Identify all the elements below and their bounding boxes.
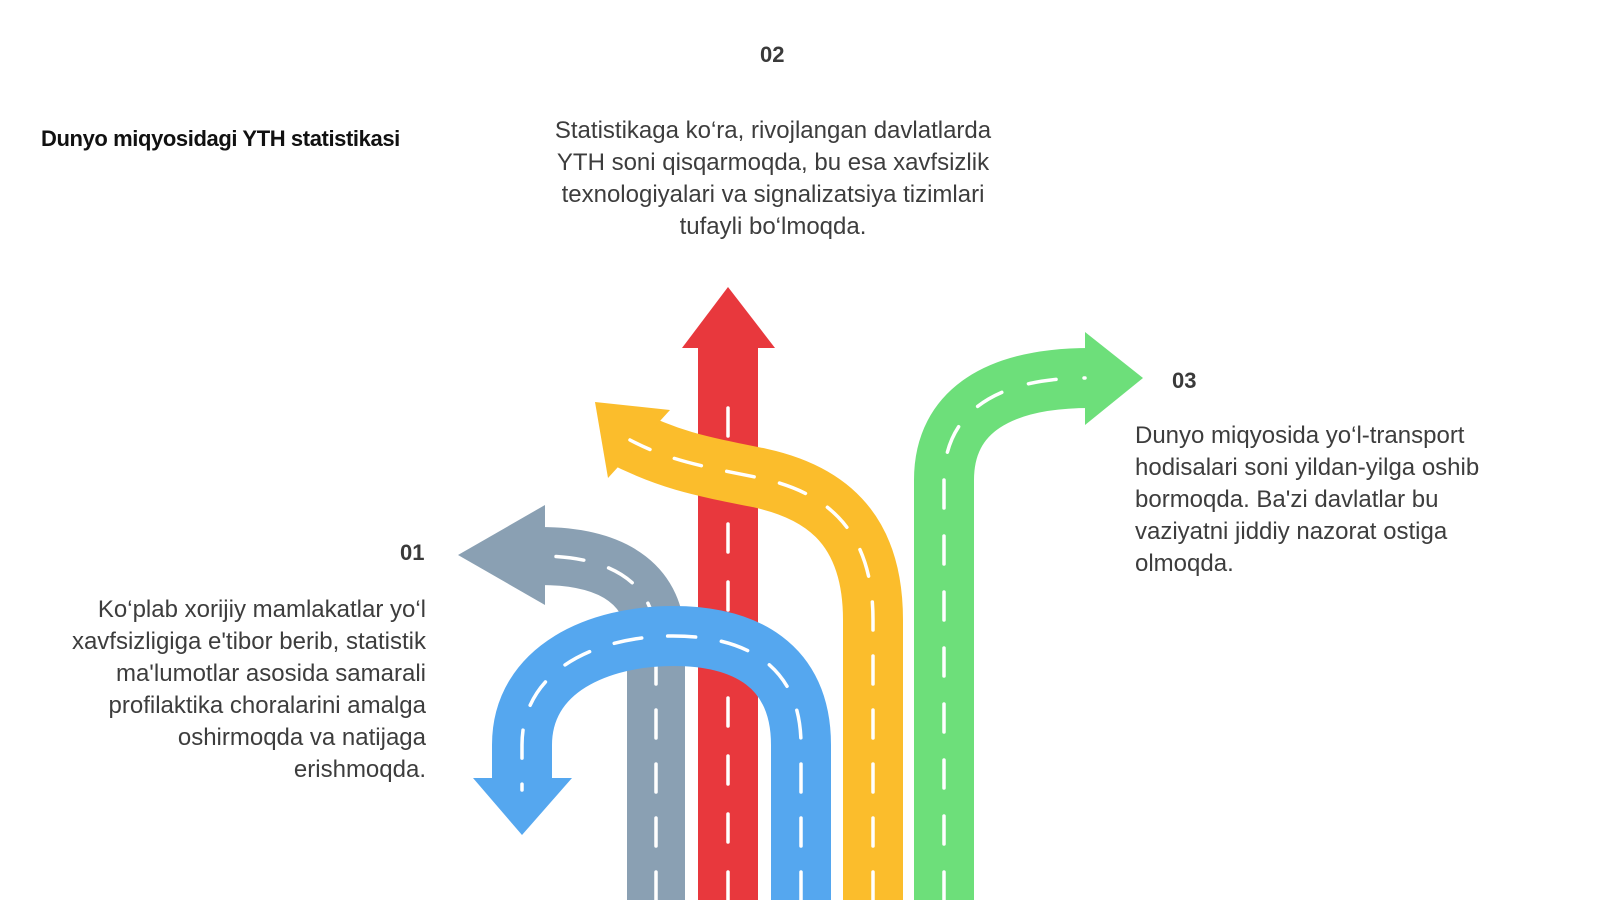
item-02-number: 02 <box>760 42 785 67</box>
item-03-text: Dunyo miqyosida yo‘l-transport hodisalar… <box>1135 422 1480 577</box>
blue-road-arrow <box>473 605 831 900</box>
item-02-text: Statistikaga ko‘ra, rivojlangan davlatla… <box>554 117 992 240</box>
item-03-number: 03 <box>1172 368 1197 393</box>
red-road-arrow <box>682 287 775 900</box>
page-title: Dunyo miqyosidagi YTH statistikasi <box>41 126 400 151</box>
yellow-road-arrow <box>595 402 903 900</box>
green-road-arrow <box>914 332 1143 900</box>
item-01-number: 01 <box>400 540 425 565</box>
item-01-text: Ko‘plab xorijiy mamlakatlar yo‘l xavfsiz… <box>71 596 426 783</box>
